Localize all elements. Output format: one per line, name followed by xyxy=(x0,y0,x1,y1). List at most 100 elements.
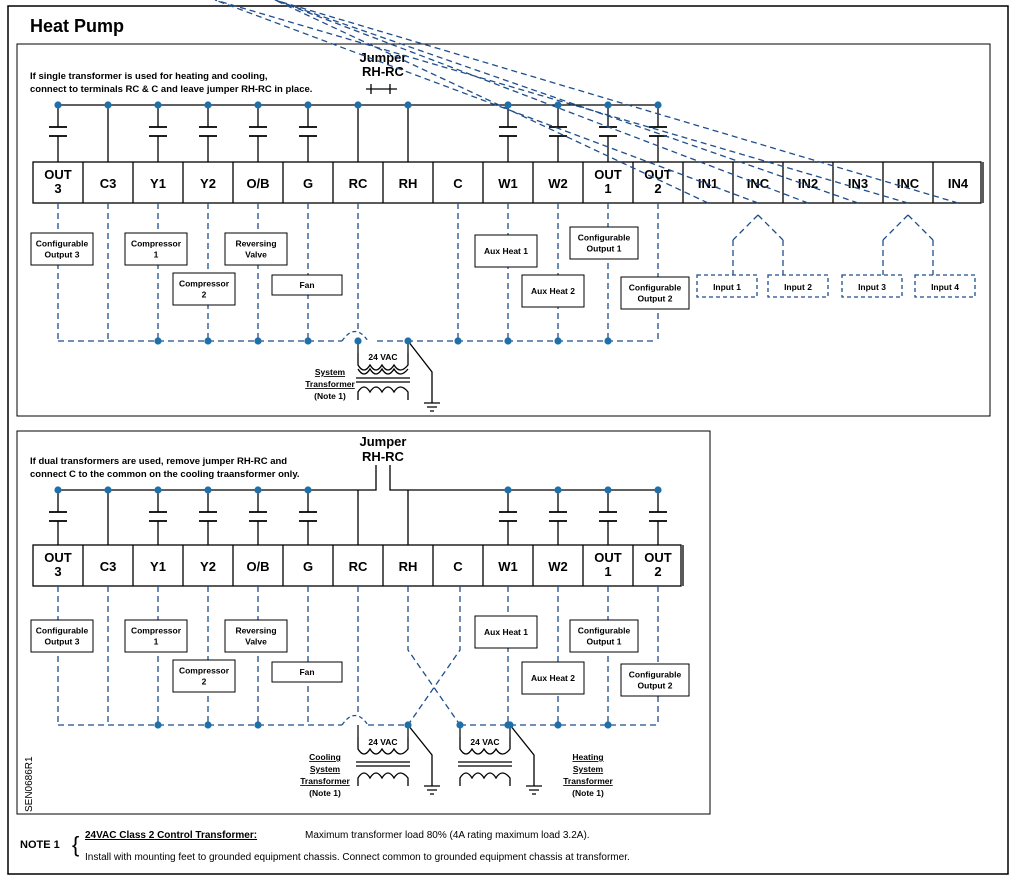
terminal-label: W1 xyxy=(498,559,518,574)
load-label: Output 2 xyxy=(638,294,673,304)
load-box: Aux Heat 2 xyxy=(521,274,585,308)
terminal-3: Y2 xyxy=(200,162,234,203)
load-label: Configurable xyxy=(578,626,631,636)
cooling-label-4: (Note 1) xyxy=(309,788,341,798)
terminal-1: C3 xyxy=(100,545,134,586)
load-label: 1 xyxy=(154,250,159,260)
jumper-wire xyxy=(366,84,397,94)
terminal-6: RC xyxy=(349,545,384,586)
terminal-label: W2 xyxy=(548,176,568,191)
input-label: Input 1 xyxy=(713,282,741,292)
terminal-label: RH xyxy=(399,176,418,191)
terminal-label: RC xyxy=(349,176,368,191)
terminal-label: OUT xyxy=(44,550,72,565)
cooling-transformer: 24 VAC Cooling System Transformer (Note … xyxy=(300,724,440,798)
input-box: Input 4 xyxy=(914,274,976,298)
terminal-label: Y2 xyxy=(200,559,216,574)
load-label: 2 xyxy=(202,677,207,687)
input-label: Input 3 xyxy=(858,282,886,292)
heating-label-3: Transformer xyxy=(563,776,613,786)
load-label: Reversing xyxy=(235,239,276,249)
system-transformer: 24 VAC System Transformer (Note 1) xyxy=(305,340,440,412)
terminal-9: W1 xyxy=(498,545,534,586)
vac-label-cool: 24 VAC xyxy=(368,737,397,747)
heating-label-4: (Note 1) xyxy=(572,788,604,798)
cooling-label-2: System xyxy=(310,764,341,774)
input-box: Input 3 xyxy=(841,274,903,298)
load-box: Aux Heat 1 xyxy=(474,234,538,268)
diagram-dual-transformer: If dual transformers are used, remove ju… xyxy=(16,430,711,815)
jumper-label-2: RH-RC xyxy=(362,449,404,464)
vac-label-heat: 24 VAC xyxy=(470,737,499,747)
jumper-label: Jumper xyxy=(360,434,407,449)
note-label: NOTE 1 xyxy=(20,839,60,851)
load-label: Valve xyxy=(245,637,267,647)
load-box: Aux Heat 1 xyxy=(474,615,538,649)
terminal-8: C xyxy=(453,545,484,586)
load-label: Aux Heat 1 xyxy=(484,627,528,637)
load-label: Reversing xyxy=(235,626,276,636)
terminal-9: W1 xyxy=(498,162,534,203)
document-id: SEN0686R1 xyxy=(24,756,35,812)
terminal-strip-2 xyxy=(32,544,682,587)
top-bus-cooling xyxy=(58,465,377,545)
load-label: Aux Heat 2 xyxy=(531,673,575,683)
load-label: Fan xyxy=(299,667,314,677)
terminal-label: G xyxy=(303,176,313,191)
terminal-label: OUT xyxy=(644,550,672,565)
terminal-8: C xyxy=(453,162,484,203)
diagram-single-transformer: If single transformer is used for heatin… xyxy=(16,0,991,417)
jumper-label-2: RH-RC xyxy=(362,64,404,79)
panel-frame-1 xyxy=(16,43,991,417)
load-box: Fan xyxy=(271,274,343,296)
terminal-label: OUT xyxy=(594,550,622,565)
load-label: 1 xyxy=(154,637,159,647)
instruction-line-1: If dual transformers are used, remove ju… xyxy=(30,456,287,467)
input-box: Input 1 xyxy=(696,274,758,298)
vac-label-1: 24 VAC xyxy=(368,352,397,362)
load-label: Output 3 xyxy=(45,250,80,260)
cooling-label-3: Transformer xyxy=(300,776,350,786)
heating-label-1: Heating xyxy=(572,752,603,762)
load-label: Output 3 xyxy=(45,637,80,647)
terminal-4: O/B xyxy=(246,162,284,203)
load-label: Aux Heat 2 xyxy=(531,286,575,296)
terminal-5: G xyxy=(303,545,334,586)
terminal-7: RH xyxy=(399,162,434,203)
load-label: Configurable xyxy=(629,670,682,680)
load-label: Output 2 xyxy=(638,681,673,691)
terminal-18: IN4 xyxy=(948,162,984,203)
terminal-label: OUT xyxy=(644,167,672,182)
instruction-line-1: If single transformer is used for heatin… xyxy=(30,71,268,82)
terminal-label: G xyxy=(303,559,313,574)
instruction-line-2: connect to terminals RC & C and leave ju… xyxy=(30,84,312,95)
terminal-label: 3 xyxy=(54,564,61,579)
terminal-label: O/B xyxy=(246,559,269,574)
terminal-label: 1 xyxy=(604,564,611,579)
top-bus-heating xyxy=(389,465,657,545)
terminal-5: G xyxy=(303,162,334,203)
note-line-2: Install with mounting feet to grounded e… xyxy=(85,852,630,863)
note-line-1: Maximum transformer load 80% (4A rating … xyxy=(305,830,590,841)
load-label: 2 xyxy=(202,290,207,300)
terminal-2: Y1 xyxy=(150,162,184,203)
note-brace: { xyxy=(72,832,79,857)
cooling-label-1: Cooling xyxy=(309,752,341,762)
load-label: Compressor xyxy=(179,666,230,676)
outer-frame xyxy=(7,5,1009,875)
